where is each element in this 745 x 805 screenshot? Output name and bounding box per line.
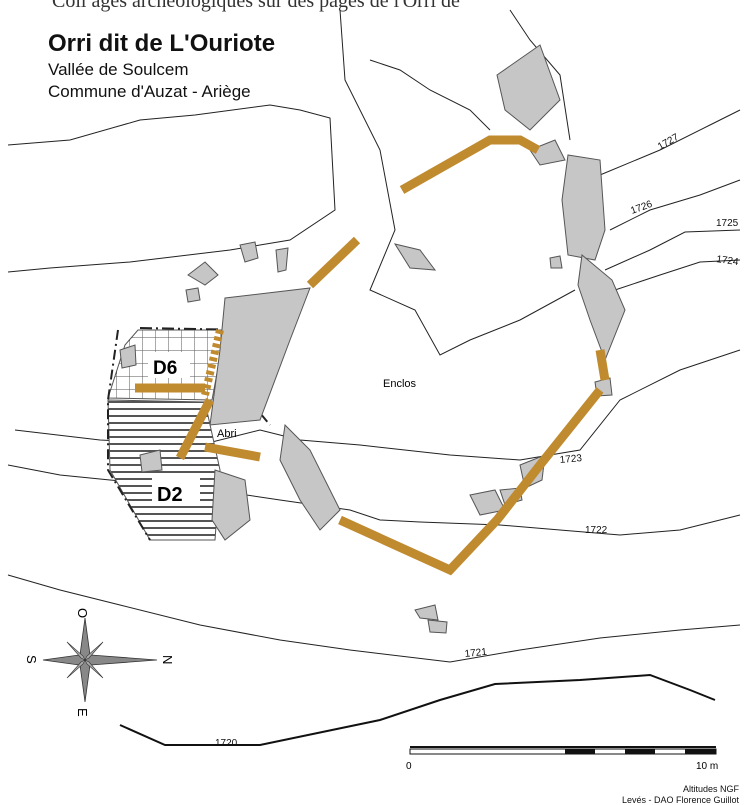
scale-end-label: 10 m [696, 761, 718, 772]
enclosure-walls [135, 135, 610, 576]
contour-1726 [609, 179, 741, 231]
d6-label: D6 [153, 358, 177, 379]
contour-label-1724: 1724 [716, 254, 740, 268]
scale-bar: 0 10 m [406, 746, 718, 772]
cut-off-header-text: Coll ages archeologiques sur des pages d… [52, 0, 460, 12]
contour-label-1721: 1721 [464, 647, 488, 660]
abri-label: Abri [217, 428, 237, 440]
compass-east-label: E [75, 708, 90, 717]
compass-west-label: O [75, 608, 90, 618]
altitude-note: Altitudes NGF [682, 784, 739, 794]
d2-label: D2 [157, 484, 183, 506]
contour-1722 [7, 464, 741, 536]
contour-label-1722: 1722 [585, 525, 608, 536]
contour-label-1720: 1720 [215, 738, 238, 749]
compass-rose: O N E S [24, 608, 175, 717]
compass-south-label: S [24, 655, 39, 664]
rock [275, 247, 289, 273]
d6-label-bg [148, 352, 190, 378]
map-title: Orri dit de L'Ouriote [48, 30, 276, 57]
contour-label-1725: 1725 [716, 218, 739, 229]
rock [561, 154, 606, 261]
rock [549, 255, 563, 269]
survey-boundary-left [107, 329, 151, 541]
rock [185, 287, 201, 303]
contour-1721 [7, 574, 741, 663]
author-credit: Levés - DAO Florence Guillot [621, 795, 739, 805]
compass-north-label: N [160, 655, 175, 664]
rock [393, 243, 437, 271]
contour-1720 [119, 673, 716, 746]
contour-top-c [369, 59, 491, 131]
wall-d6-vertical [176, 397, 214, 461]
map-subtitle-commune: Commune d'Auzat - Ariège [48, 82, 251, 101]
rock [427, 619, 448, 634]
wall-north [399, 135, 541, 194]
rock [139, 449, 163, 473]
contour-1725 [604, 229, 741, 271]
rocks [119, 44, 626, 634]
wall-south-east [338, 387, 604, 576]
contour-top-a [339, 9, 576, 356]
rock [209, 287, 311, 426]
contour-edge-left [7, 104, 336, 273]
rock [211, 469, 251, 541]
rock [279, 423, 341, 531]
wall-north-west [306, 236, 361, 289]
wall-abri [204, 442, 261, 462]
scale-start-label: 0 [406, 761, 412, 772]
wall-east [595, 349, 610, 381]
enclos-label: Enclos [383, 378, 417, 390]
map-subtitle-valley: Vallée de Soulcem [48, 60, 189, 79]
rock [239, 241, 259, 263]
rock [529, 139, 566, 166]
contour-label-1723: 1723 [559, 453, 583, 466]
contour-1724 [614, 259, 741, 291]
rock [119, 344, 137, 369]
d2-label-bg [152, 478, 200, 506]
rock [577, 254, 626, 362]
contour-label-1727: 1727 [656, 132, 681, 153]
rock [187, 261, 219, 286]
rock [496, 44, 561, 131]
rock [414, 604, 439, 621]
contour-lines [7, 9, 741, 746]
contour-1727 [599, 109, 741, 176]
